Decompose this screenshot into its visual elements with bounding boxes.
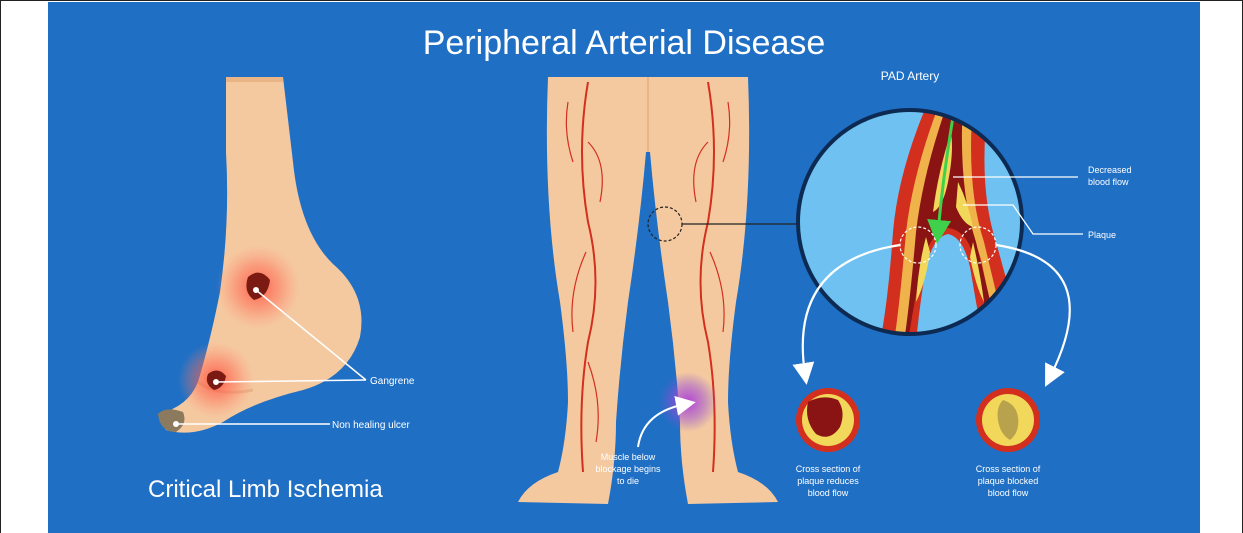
muscle-label-line1: Muscle below: [601, 452, 656, 462]
gangrene-label: Gangrene: [370, 376, 415, 387]
infographic-svg: Peripheral Arterial Disease Gangrene Non…: [48, 2, 1200, 533]
plaque-label: Plaque: [1088, 230, 1116, 240]
leader-dot: [213, 379, 219, 385]
critical-limb-ischemia-caption: Critical Limb Ischemia: [148, 476, 383, 503]
ulcer-label: Non healing ulcer: [332, 420, 410, 431]
frame-top-border: [0, 0, 1243, 1]
cs1-label-line1: Cross section of: [796, 464, 861, 474]
pad-artery-heading: PAD Artery: [881, 69, 939, 83]
leader-dot: [253, 287, 259, 293]
decreased-flow-label-line2: blood flow: [1088, 177, 1129, 187]
cross-section-blocked: [976, 388, 1040, 452]
cs2-label-line2: plaque blocked: [978, 476, 1039, 486]
frame-left-border: [0, 0, 1, 533]
cs2-label-line1: Cross section of: [976, 464, 1041, 474]
cs2-label-line3: blood flow: [988, 488, 1029, 498]
leader-dot: [173, 421, 179, 427]
muscle-death-glow: [658, 372, 718, 432]
pad-artery-zoom: [798, 102, 1083, 377]
cs1-label-line2: plaque reduces: [797, 476, 859, 486]
infographic-panel: Peripheral Arterial Disease Gangrene Non…: [48, 2, 1200, 533]
decreased-flow-label-line1: Decreased: [1088, 165, 1132, 175]
muscle-label-line2: blockage begins: [595, 464, 661, 474]
page-title: Peripheral Arterial Disease: [423, 24, 826, 62]
legs-illustration: [518, 77, 848, 504]
ankle-edge: [226, 77, 283, 82]
muscle-label-line3: to die: [617, 476, 639, 486]
foot-illustration: [158, 77, 366, 433]
cross-section-reduced: [796, 388, 860, 452]
cs1-label-line3: blood flow: [808, 488, 849, 498]
